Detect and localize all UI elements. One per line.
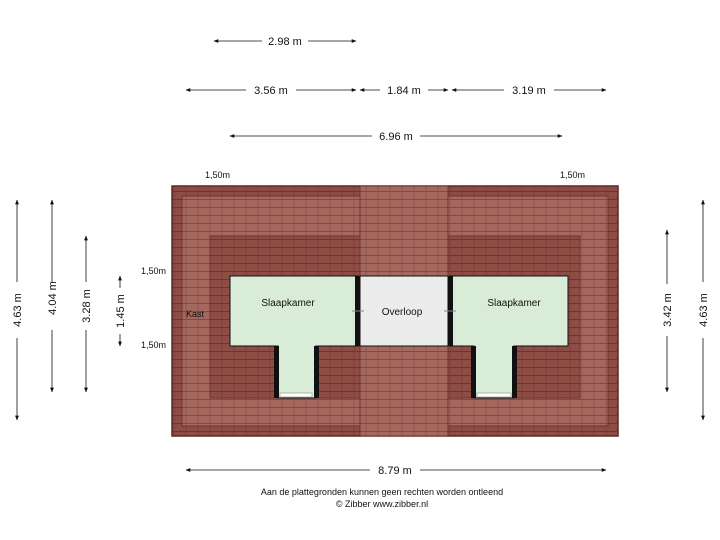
- dim-top-row2-left: 3.56 m: [254, 85, 288, 97]
- dim-right-inner: 3.42 m: [662, 293, 674, 327]
- top-dimension-row3: 6.96 m: [229, 131, 563, 143]
- dim-left-2: 4.04 m: [47, 281, 59, 315]
- right-bedroom-label: Slaapkamer: [487, 298, 541, 309]
- dim-top-row1: 2.98 m: [268, 36, 302, 48]
- dim-left-outer: 4.63 m: [12, 293, 24, 327]
- right-bedroom-wall-a: [471, 346, 476, 398]
- dim-left-4: 1.45 m: [115, 294, 127, 328]
- left-bedroom-wall-b: [314, 346, 319, 398]
- footer-disclaimer: Aan de plattegronden kunnen geen rechten…: [261, 487, 503, 497]
- left-dimension-4: 1.45 m: [115, 275, 127, 347]
- dim-top-row3: 6.96 m: [379, 131, 413, 143]
- left-bedroom-label: Slaapkamer: [261, 298, 315, 309]
- height-label-top-right: 1,50m: [560, 170, 585, 180]
- right-window: [476, 392, 512, 398]
- left-dimension-3: 3.28 m: [81, 235, 93, 393]
- dim-top-row2-mid: 1.84 m: [387, 85, 421, 97]
- dim-right-outer: 4.63 m: [698, 293, 710, 327]
- dim-left-3: 3.28 m: [81, 289, 93, 323]
- bottom-dimension: 8.79 m: [185, 465, 607, 477]
- dim-top-row2-right: 3.19 m: [512, 85, 546, 97]
- right-dimension-inner: 3.42 m: [662, 229, 674, 393]
- top-dimension-row1: 2.98 m: [213, 36, 357, 48]
- top-dimension-row2: 3.56 m 1.84 m 3.19 m: [185, 85, 607, 97]
- dim-bottom: 8.79 m: [378, 465, 412, 477]
- height-label-side-upper: 1,50m: [141, 266, 166, 276]
- left-bedroom-wall-a: [274, 346, 279, 398]
- left-window: [279, 392, 313, 398]
- landing-floor: [359, 275, 449, 347]
- height-label-side-lower: 1,50m: [141, 340, 166, 350]
- left-dimension-outer: 4.63 m: [12, 199, 24, 421]
- closet-label: Kast: [186, 309, 205, 319]
- landing: [359, 275, 449, 347]
- right-dimension-outer: 4.63 m: [698, 199, 710, 421]
- landing-label: Overloop: [382, 307, 423, 318]
- height-label-top-left: 1,50m: [205, 170, 230, 180]
- right-bedroom-wall-b: [512, 346, 517, 398]
- left-dimension-2: 4.04 m: [47, 199, 59, 393]
- footer-copyright: © Zibber www.zibber.nl: [336, 499, 428, 509]
